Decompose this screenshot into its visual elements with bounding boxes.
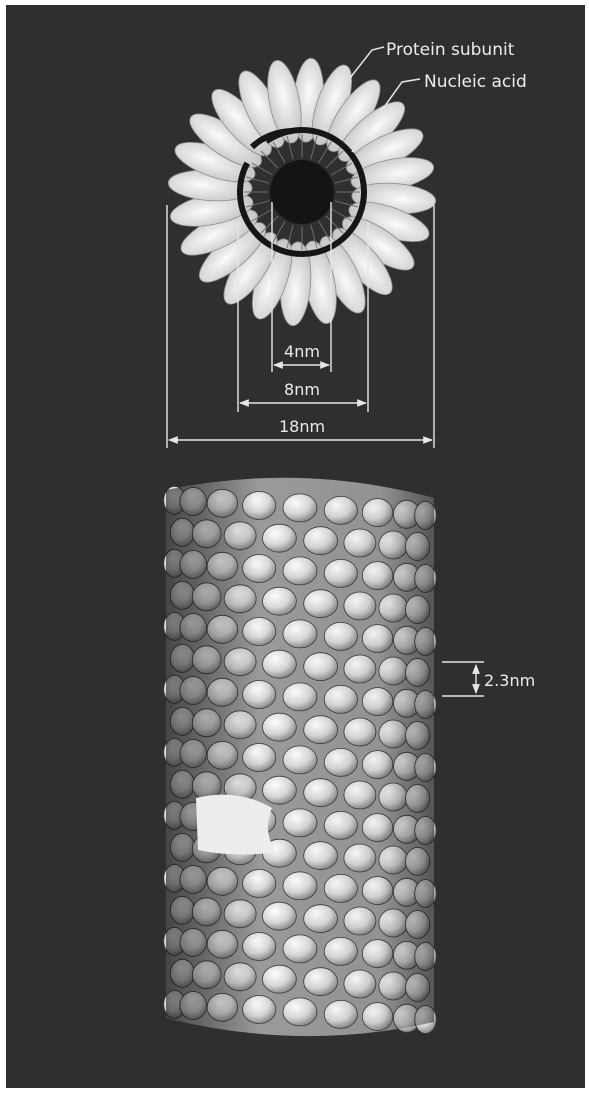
protein-subunit-label: Protein subunit <box>386 40 515 60</box>
dim-label-4nm: 4nm <box>284 342 320 361</box>
central-channel <box>270 160 334 224</box>
dim-label-8nm: 8nm <box>284 380 320 399</box>
disc-end-view <box>167 57 436 326</box>
nucleic-acid-label: Nucleic acid <box>424 72 527 92</box>
dim-label-pitch: 2.3nm <box>484 671 535 690</box>
protein-subunit-leader <box>350 47 384 78</box>
rod-side-view <box>164 478 437 1036</box>
dim-label-18nm: 18nm <box>279 417 325 436</box>
pitch-dimension <box>442 662 484 696</box>
rod-shading <box>166 478 434 1036</box>
